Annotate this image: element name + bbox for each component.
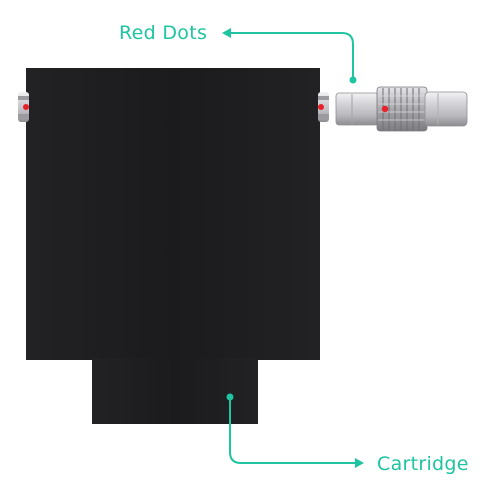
left-socket-red-dot: [23, 104, 29, 110]
cartridge-label: Cartridge: [377, 453, 469, 475]
cartridge-tab: [92, 358, 258, 424]
cartridge-body: [26, 68, 320, 360]
right-socket-red-dot: [318, 104, 324, 110]
right-socket: [318, 92, 329, 122]
arrow-right-icon: [355, 458, 364, 468]
red-dots-label: Red Dots: [119, 22, 207, 44]
red-dots-leader-line: [230, 32, 354, 78]
plug-connector: [335, 86, 468, 132]
arrow-left-icon: [222, 28, 231, 38]
callout-cartridge: Cartridge: [226, 393, 469, 475]
red-dots-callout-dot: [349, 76, 357, 84]
left-socket: [18, 92, 29, 122]
cartridge-leader-line: [229, 397, 355, 464]
callout-red-dots: Red Dots: [119, 22, 357, 84]
plug-red-dot: [381, 105, 389, 113]
